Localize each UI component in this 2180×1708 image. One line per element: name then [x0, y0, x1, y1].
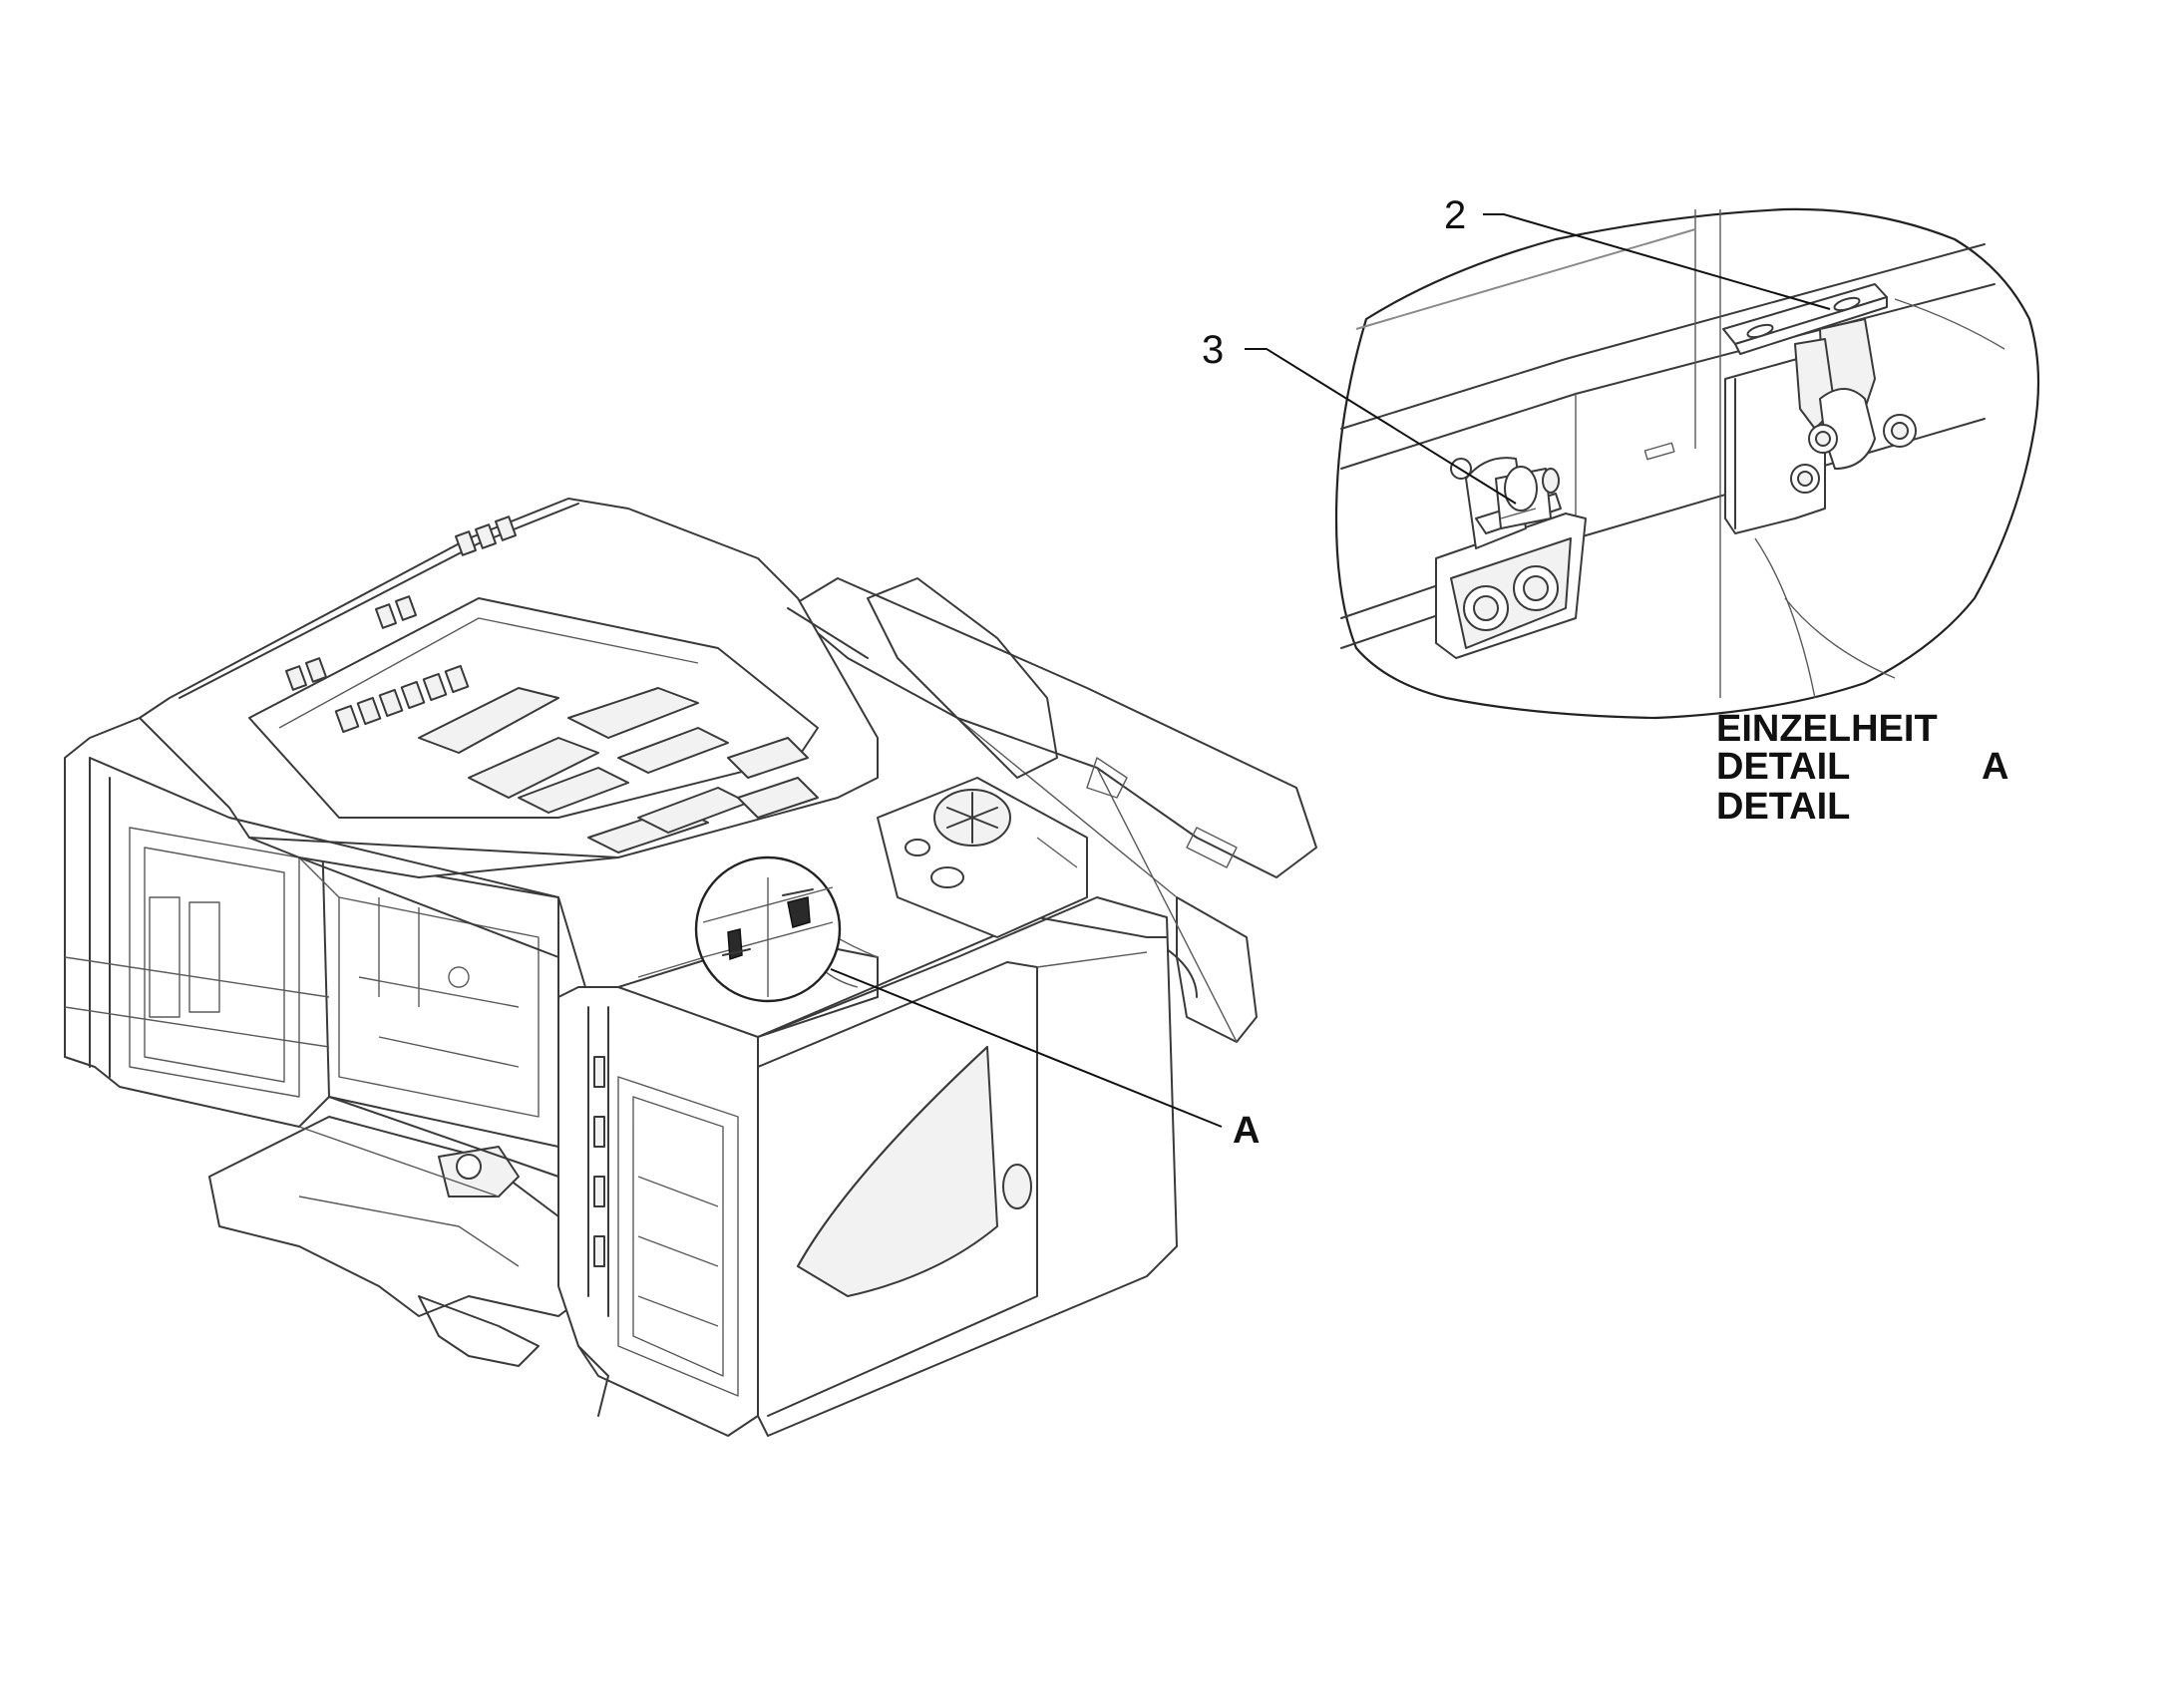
callout-detail-a: A [1233, 1110, 1260, 1152]
part-2-bracket [1722, 283, 1917, 534]
callout-part-2: 2 [1444, 193, 1466, 237]
leader-part-2 [1483, 213, 1831, 310]
detail-caption-line2: DETAIL [1716, 746, 1850, 788]
main-assembly [64, 498, 1317, 1437]
detail-caption-line3: DETAIL [1716, 786, 1850, 828]
callout-leaders [1245, 213, 1831, 505]
detail-a-inset [1334, 207, 2040, 720]
detail-caption: EINZELHEIT DETAIL A DETAIL [1716, 708, 2008, 828]
part-3-clip [1435, 457, 1587, 659]
hood-vents [285, 515, 517, 734]
callout-part-3: 3 [1202, 328, 1224, 372]
detail-caption-ref: A [1982, 746, 2008, 788]
leader-part-3 [1245, 348, 1517, 505]
detail-caption-line1: EINZELHEIT [1716, 708, 1938, 750]
